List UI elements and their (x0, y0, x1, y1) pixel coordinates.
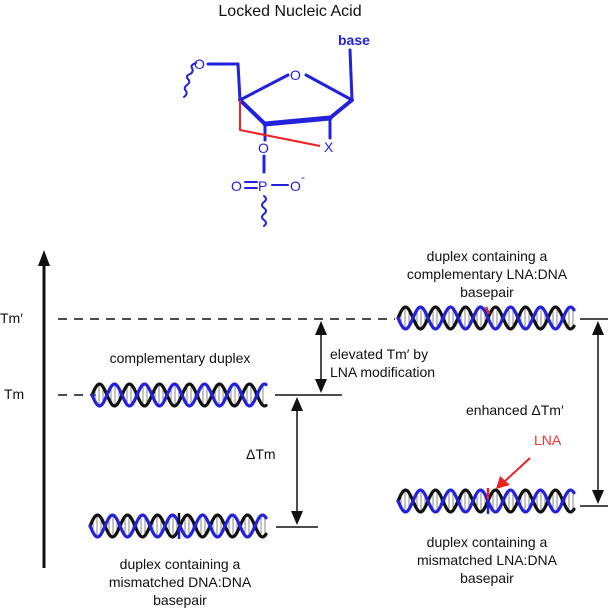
helix-complementary (90, 382, 268, 408)
base-label: base (338, 32, 370, 48)
lna-pointer-line (503, 457, 531, 483)
atom-ring-o: O (290, 67, 301, 83)
lna-structure (183, 48, 354, 227)
mismatched-dna-label-line1: duplex containing a (119, 556, 241, 572)
mismatch-lna-label-line3: basepair (460, 570, 514, 586)
atom-o3: O (258, 140, 269, 156)
mismatch-lna-label-line1: duplex containing a (426, 534, 548, 550)
bond-c2-c1 (328, 98, 354, 120)
comp-lna-label-line2: complementary LNA:DNA (406, 266, 568, 282)
atom-o5: O (194, 56, 205, 72)
arrows (291, 321, 604, 525)
wavy-bond-top (183, 62, 197, 98)
helix-layer (88, 305, 576, 539)
bridge-line (239, 100, 321, 147)
helix-strand-blue (396, 488, 576, 514)
bond-c4-ringO (238, 73, 290, 102)
bond-ch2-c4 (236, 62, 242, 102)
helix-strand-black (90, 382, 268, 408)
comp-lna-label-line1: duplex containing a (426, 248, 548, 264)
atom-o-superscript: - (301, 170, 305, 184)
lna-pointer (496, 457, 531, 489)
helix-strand-blue (396, 305, 576, 331)
complementary-duplex-label: complementary duplex (109, 350, 251, 366)
enhanced-arrowhead-up (592, 321, 604, 335)
locking-bridge (239, 100, 321, 147)
elevated-label-line1: elevated Tm′ by (330, 346, 429, 362)
bond-c1-base (348, 48, 354, 102)
atom-o-left: O (231, 178, 242, 194)
delta-tm-label: ΔTm (246, 446, 276, 462)
elevated-label-line2: LNA modification (330, 364, 436, 380)
enhanced-label: enhanced ΔTm′ (466, 402, 564, 418)
diagram-title: Locked Nucleic Acid (218, 3, 362, 20)
helix-complementary-lna (396, 305, 576, 331)
lna-residue-mark (484, 306, 491, 315)
bond-ringO-c1 (304, 73, 354, 102)
comp-lna-label-line3: basepair (460, 284, 514, 300)
helix-strand-blue (90, 382, 268, 408)
lna-label: LNA (534, 432, 562, 448)
bond-c3-c2 (262, 115, 333, 127)
atom-o-right: O (290, 178, 301, 194)
atom-x: X (324, 139, 334, 155)
lna-pointer-head (496, 476, 510, 489)
delta-tm-arrowhead-down (291, 511, 303, 525)
level-lines (275, 318, 608, 528)
helix-mismatched-dna (88, 513, 268, 539)
tm-prime-axis-label: Tm′ (0, 310, 23, 326)
wavy-bond-bottom (261, 195, 267, 227)
tm-axis (38, 250, 50, 568)
axis-arrowhead (38, 250, 50, 266)
tm-axis-label: Tm (4, 386, 25, 402)
atom-p: P (258, 178, 267, 194)
mismatched-dna-label-line2: mismatched DNA:DNA (108, 574, 252, 590)
delta-tm-arrowhead-up (291, 397, 303, 411)
reference-lines (58, 318, 395, 396)
bond-c4-c3 (238, 98, 267, 126)
helix-mismatched-lna (396, 488, 576, 514)
elevated-arrowhead-down (315, 379, 327, 393)
elevated-arrowhead-up (315, 321, 327, 335)
enhanced-arrowhead-down (592, 490, 604, 504)
mismatch-lna-label-line2: mismatched LNA:DNA (416, 552, 558, 568)
mismatched-dna-label-line3: basepair (153, 592, 207, 608)
